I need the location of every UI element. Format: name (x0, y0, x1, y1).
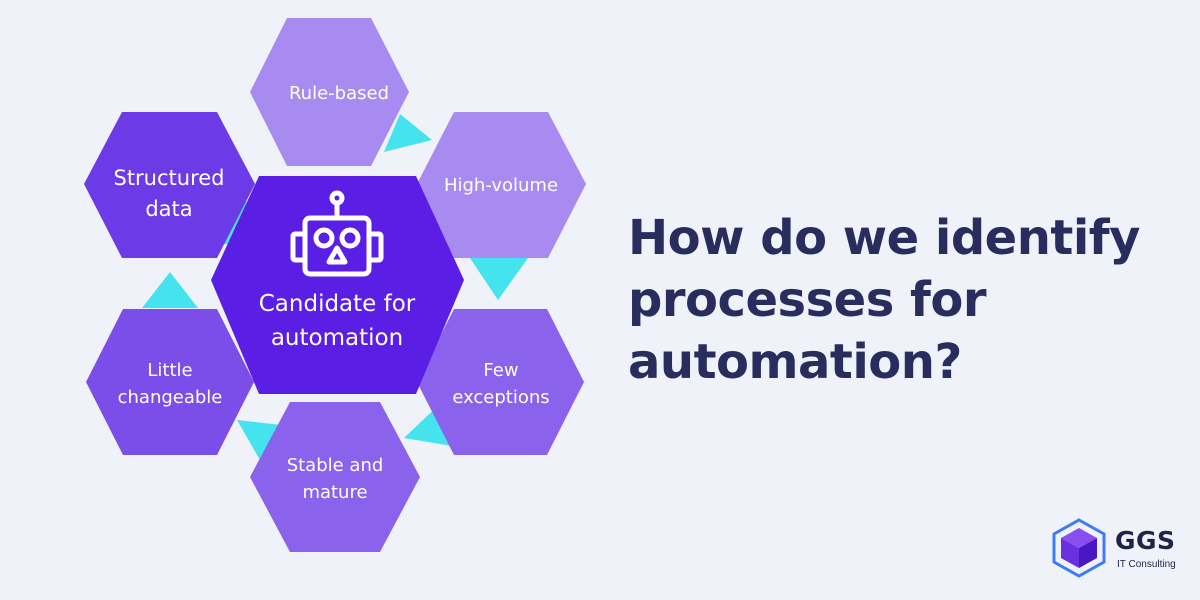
hexagon-label: data (145, 197, 192, 221)
hexagon-rule-based (250, 18, 409, 166)
hexagon-stable-mature (250, 402, 420, 552)
cube-icon (1052, 518, 1106, 578)
hexagon-label: Little (147, 360, 192, 381)
logo-name: GGS (1115, 526, 1176, 555)
connector-triangle (142, 272, 198, 308)
hexagon-label: Rule-based (289, 83, 389, 104)
robot-icon (290, 190, 384, 277)
headline-line: automation? (628, 334, 962, 390)
hexagon-center (211, 176, 464, 394)
hexagon-label: changeable (118, 387, 223, 408)
hexagon-label: mature (302, 482, 367, 503)
hexagon-label: Stable and (287, 455, 384, 476)
hexagon-label: Structured (113, 166, 224, 190)
hexagon-label: High-volume (444, 175, 558, 196)
connector-triangle (470, 258, 528, 300)
center-label: Candidate for (259, 291, 416, 317)
logo-subtitle: IT Consulting (1117, 559, 1176, 570)
hexagon-label: Few (483, 360, 518, 381)
hexagon-few-exceptions (417, 309, 584, 455)
company-logo: GGS IT Consulting (1050, 518, 1190, 578)
hexagon-label: exceptions (452, 387, 549, 408)
headline-line: processes for (628, 272, 987, 328)
center-label: automation (271, 325, 403, 351)
hexagon-high-volume (417, 112, 586, 258)
hexagon-little-changeable (86, 309, 254, 455)
connector-triangle (384, 114, 432, 152)
headline: How do we identify processes for automat… (628, 207, 1168, 393)
hexagon-diagram: Rule-based High-volume Few exceptions St… (84, 18, 586, 552)
hexagon-structured-data (84, 112, 255, 258)
headline-line: How do we identify (628, 210, 1140, 266)
